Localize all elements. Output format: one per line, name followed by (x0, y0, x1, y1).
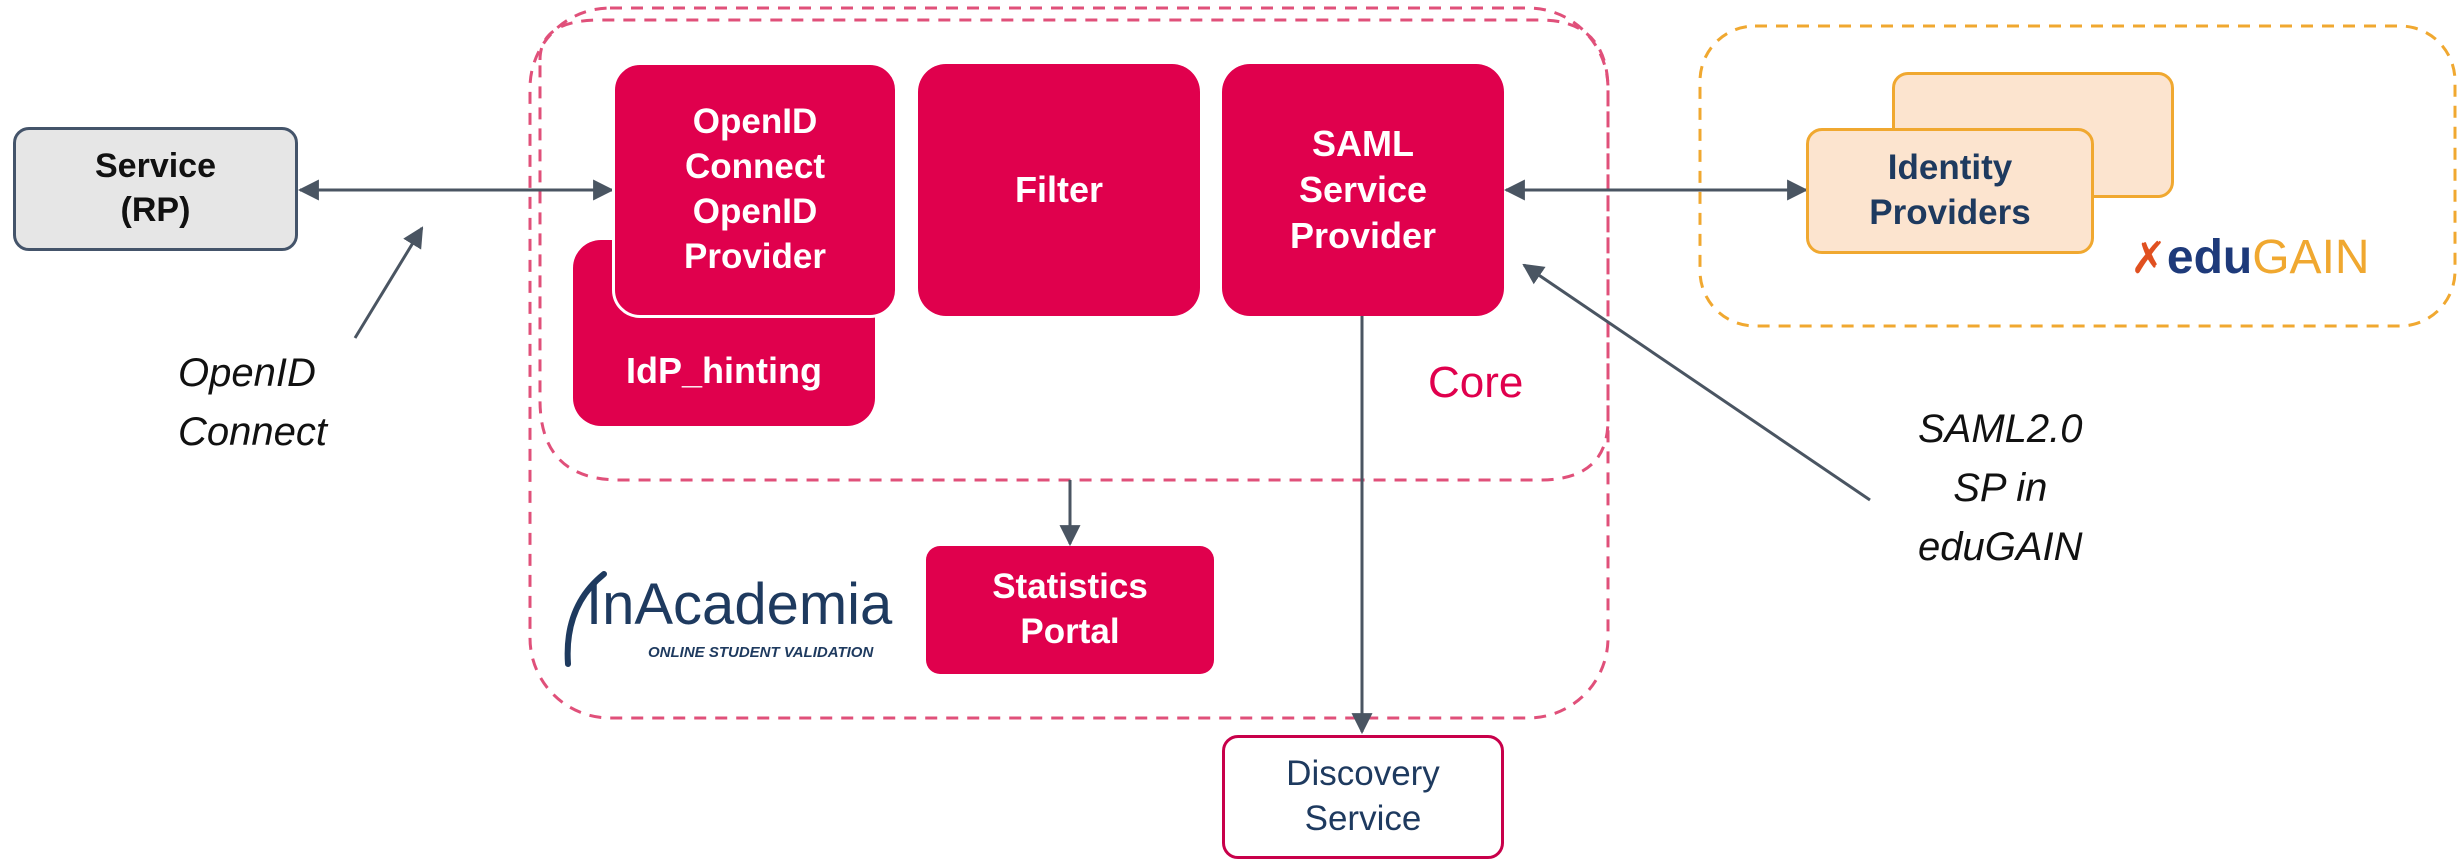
openid-provider-label: OpenID Connect OpenID Provider (684, 102, 826, 276)
saml-edugain-label: SAML2.0 SP in eduGAIN (1918, 407, 2083, 570)
statistics-portal-label: Statistics Portal (992, 567, 1148, 651)
edugain-logo: ✗eduGAIN (2130, 234, 2370, 282)
openid-connect-label: OpenID Connect (178, 351, 327, 455)
statistics-portal-box: Statistics Portal (926, 546, 1214, 674)
core-label: Core (1428, 358, 1524, 407)
saml-edugain-pointer (1522, 263, 1871, 502)
idp-hinting-label: IdP_hinting (626, 349, 822, 391)
inacademia-logo-academia: Academia (634, 572, 893, 637)
edugain-logo-edu: edu (2166, 231, 2253, 284)
edugain-logo-gain: GAIN (2252, 231, 2370, 284)
identity-providers-label: Identity Providers (1869, 148, 2031, 232)
service-rp-label: Service (RP) (95, 147, 216, 229)
service-rp-box: Service (RP) (13, 127, 298, 251)
inacademia-logo: InAcademia ONLINE STUDENT VALIDATION (556, 566, 916, 676)
discovery-service-label: Discovery Service (1286, 754, 1440, 838)
filter-box: Filter (918, 64, 1200, 316)
edugain-star-icon: ✗ (2130, 234, 2167, 283)
edugain-boundary (1698, 24, 2457, 328)
inacademia-swoosh-icon (564, 571, 607, 667)
saml-sp-box: SAML Service Provider (1222, 64, 1504, 316)
filter-label: Filter (1014, 168, 1103, 210)
identity-providers-box: Identity Providers (1806, 128, 2094, 254)
core-boundary (538, 18, 1610, 482)
openid-connect-pointer (353, 226, 424, 339)
saml-sp-label: SAML Service Provider (1289, 122, 1437, 257)
inacademia-tagline: ONLINE STUDENT VALIDATION (648, 644, 874, 661)
inacademia-logo-in: In (586, 572, 635, 637)
discovery-service-box: Discovery Service (1222, 735, 1504, 859)
openid-provider-box: OpenID Connect OpenID Provider (612, 62, 898, 318)
